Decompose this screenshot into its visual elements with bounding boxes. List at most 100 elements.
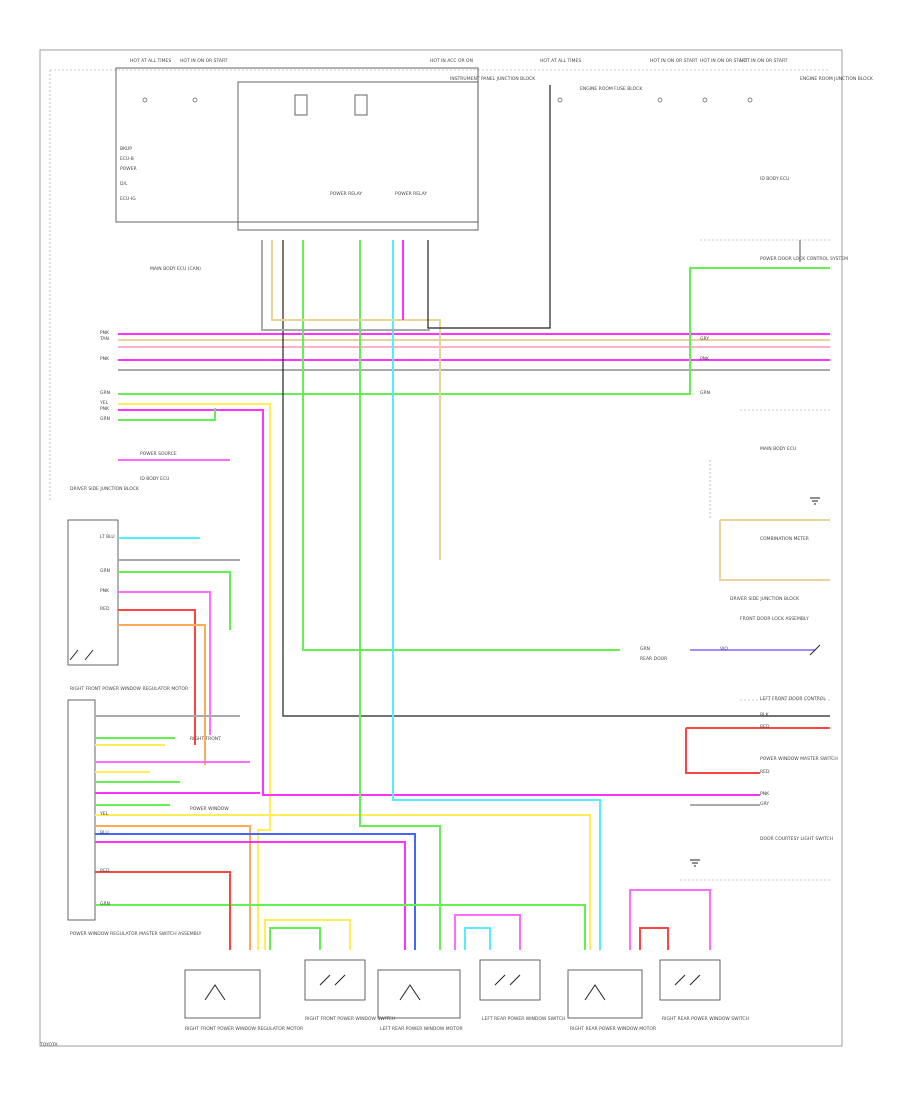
wire-blue: [95, 833, 416, 950]
diagram-label: GRN: [100, 390, 110, 396]
diagram-label: HOT AT ALL TIMES: [130, 58, 171, 64]
wire-magenta: [118, 409, 760, 796]
wire-tan: [719, 520, 830, 581]
switch-icon: [319, 974, 346, 986]
diagram-label: POWER WINDOW MASTER SWITCH: [760, 756, 838, 762]
wire-black: [427, 85, 551, 329]
diagram-label: POWER WINDOW REGULATOR MASTER SWITCH ASS…: [70, 931, 202, 937]
component-box: [184, 969, 261, 1019]
diagram-label: DRIVER SIDE JUNCTION BLOCK: [730, 596, 800, 602]
wire-yellow: [118, 403, 271, 950]
wire-green: [118, 267, 830, 395]
dashed-outlines: [49, 69, 830, 881]
component-box: [567, 969, 643, 1019]
diagram-label: LEFT REAR POWER WINDOW MOTOR: [380, 1026, 463, 1032]
diagram-label: GRN: [100, 901, 110, 907]
diagram-label: POWER WINDOW: [190, 806, 229, 812]
diagram-label: RED: [760, 724, 770, 730]
wire-green: [302, 240, 620, 651]
diagram-label: DRIVER SIDE JUNCTION BLOCK: [70, 486, 140, 492]
diagram-label: POWER RELAY: [395, 191, 427, 197]
wire-orange: [95, 825, 251, 950]
switch-icon: [674, 974, 701, 986]
diagram-label: YEL: [99, 400, 109, 406]
diagram-label: PNK: [700, 356, 710, 362]
diagram-label: HOT AT ALL TIMES: [540, 58, 581, 64]
diagram-label: RED: [100, 868, 110, 874]
ground-icon: [810, 497, 820, 505]
diagram-label: GRN: [100, 568, 110, 574]
diagram-label: LT BLU: [100, 534, 115, 540]
diagram-label: HOT IN ON OR START: [650, 58, 698, 64]
diagram-label: HOT IN ACC OR ON: [430, 58, 473, 64]
wire-red: [685, 728, 760, 774]
diagram-label: MAIN BODY ECU: [760, 446, 796, 452]
diagram-label: TAN: [99, 336, 109, 342]
wire-magenta: [95, 841, 406, 950]
diagram-label: LEFT REAR POWER WINDOW SWITCH: [482, 1016, 565, 1022]
diagram-label: TOYOTA: [39, 1042, 58, 1048]
diagram-label: POWER DOOR LOCK CONTROL SYSTEM: [760, 256, 848, 262]
motor-icon: [399, 984, 421, 1001]
diagram-label: RIGHT REAR POWER WINDOW MOTOR: [570, 1026, 656, 1032]
diagram-label: ECU-B: [120, 156, 134, 162]
ground-icon: [690, 859, 700, 867]
diagram-label: POWER SOURCE: [140, 451, 177, 457]
component-box: [479, 959, 541, 1001]
diagram-label: POWER RELAY: [330, 191, 362, 197]
diagram-label: BLK: [760, 712, 770, 718]
wire-red: [639, 927, 669, 950]
wire-cyan: [464, 927, 491, 950]
switch-icon: [809, 644, 821, 656]
component-boxes: [67, 67, 721, 1019]
fuse-icon: [702, 97, 708, 103]
diagram-label: D/L: [120, 181, 128, 187]
component-box: [304, 959, 366, 1001]
diagram-label: GRY: [700, 336, 709, 342]
diagram-label: COMBINATION METER: [760, 536, 809, 542]
diagram-label: GRY: [760, 801, 769, 807]
component-box: [659, 959, 721, 1001]
component-box: [237, 81, 479, 231]
wire-yellow: [95, 814, 591, 950]
diagram-label: ENGINE ROOM JUNCTION BLOCK: [800, 76, 874, 82]
component-box: [67, 699, 96, 921]
wire-pink: [118, 591, 211, 735]
diagram-label: POWER: [120, 166, 137, 172]
motor-icon: [584, 984, 606, 1001]
diagram-label: RIGHT FRONT POWER WINDOW REGULATOR MOTOR: [185, 1026, 303, 1032]
diagram-label: PNK: [760, 791, 770, 797]
diagram-label: HOT IN ON OR START: [180, 58, 228, 64]
wire-green: [118, 571, 231, 630]
symbols: [69, 94, 821, 1001]
wire-yellow: [264, 919, 351, 950]
motor-icon: [204, 984, 226, 1001]
wire-red: [95, 871, 231, 950]
wire-red: [118, 609, 196, 745]
diagram-label: ENGINE ROOM FUSE BLOCK: [580, 86, 643, 92]
diagram-label: YEL: [99, 811, 109, 817]
diagram-label: REAR DOOR: [640, 656, 667, 662]
fuse-icon: [657, 97, 663, 103]
component-box: [377, 969, 461, 1019]
diagram-label: PNK: [100, 330, 110, 336]
diagram-label: BLU: [100, 830, 109, 836]
wire-green: [118, 408, 216, 421]
diagram-label: ECU-IG: [120, 196, 136, 202]
fuse-icon: [747, 97, 753, 103]
diagram-label: HOT IN ON OR START: [700, 58, 748, 64]
diagram-label: RED: [760, 769, 770, 775]
switch-icon: [494, 974, 521, 986]
wire-black: [282, 240, 830, 717]
wire-cyan: [392, 240, 601, 950]
diagram-label: FRONT DOOR LOCK ASSEMBLY: [740, 616, 809, 622]
wire-pink: [629, 889, 711, 950]
diagram-label: RIGHT FRONT: [190, 736, 221, 742]
diagram-label: RIGHT FRONT POWER WINDOW REGULATOR MOTOR: [70, 686, 188, 692]
diagram-label: ID BODY ECU: [140, 476, 169, 482]
diagram-label: PNK: [100, 588, 110, 594]
diagram-label: PNK: [100, 356, 110, 362]
wire-green: [95, 904, 586, 950]
diagram-frame: [39, 49, 843, 1047]
